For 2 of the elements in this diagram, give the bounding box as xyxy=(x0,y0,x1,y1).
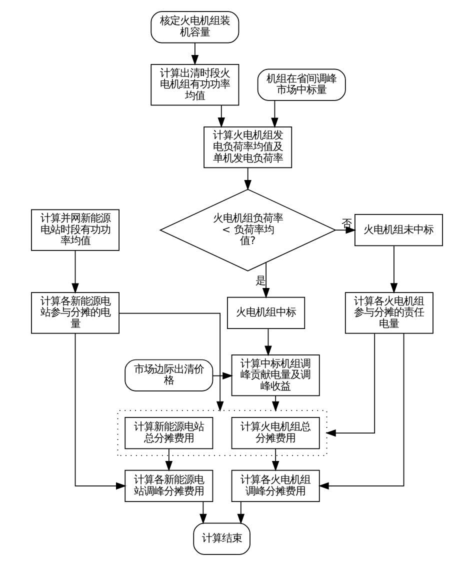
edge-label: 否 xyxy=(342,218,352,230)
edge-label: 是 xyxy=(255,274,266,287)
